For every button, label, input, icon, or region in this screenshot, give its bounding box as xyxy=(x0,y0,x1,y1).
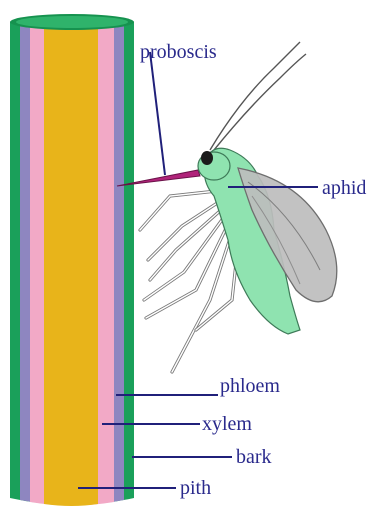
xylem-label: xylem xyxy=(202,413,252,435)
proboscis-leader xyxy=(150,52,165,175)
aphid-antenna xyxy=(210,42,300,150)
aphid-eye xyxy=(201,151,213,165)
aphid-label: aphid xyxy=(322,177,366,199)
aphid-antenna xyxy=(214,54,306,150)
stem-pith xyxy=(44,24,98,506)
proboscis-label: proboscis xyxy=(140,41,217,63)
phloem-label: phloem xyxy=(220,375,280,397)
pith-label: pith xyxy=(180,477,211,499)
aphid xyxy=(117,42,337,372)
plant-stem xyxy=(10,14,134,506)
bark-label: bark xyxy=(236,446,272,468)
stem-top-inner xyxy=(16,16,128,28)
